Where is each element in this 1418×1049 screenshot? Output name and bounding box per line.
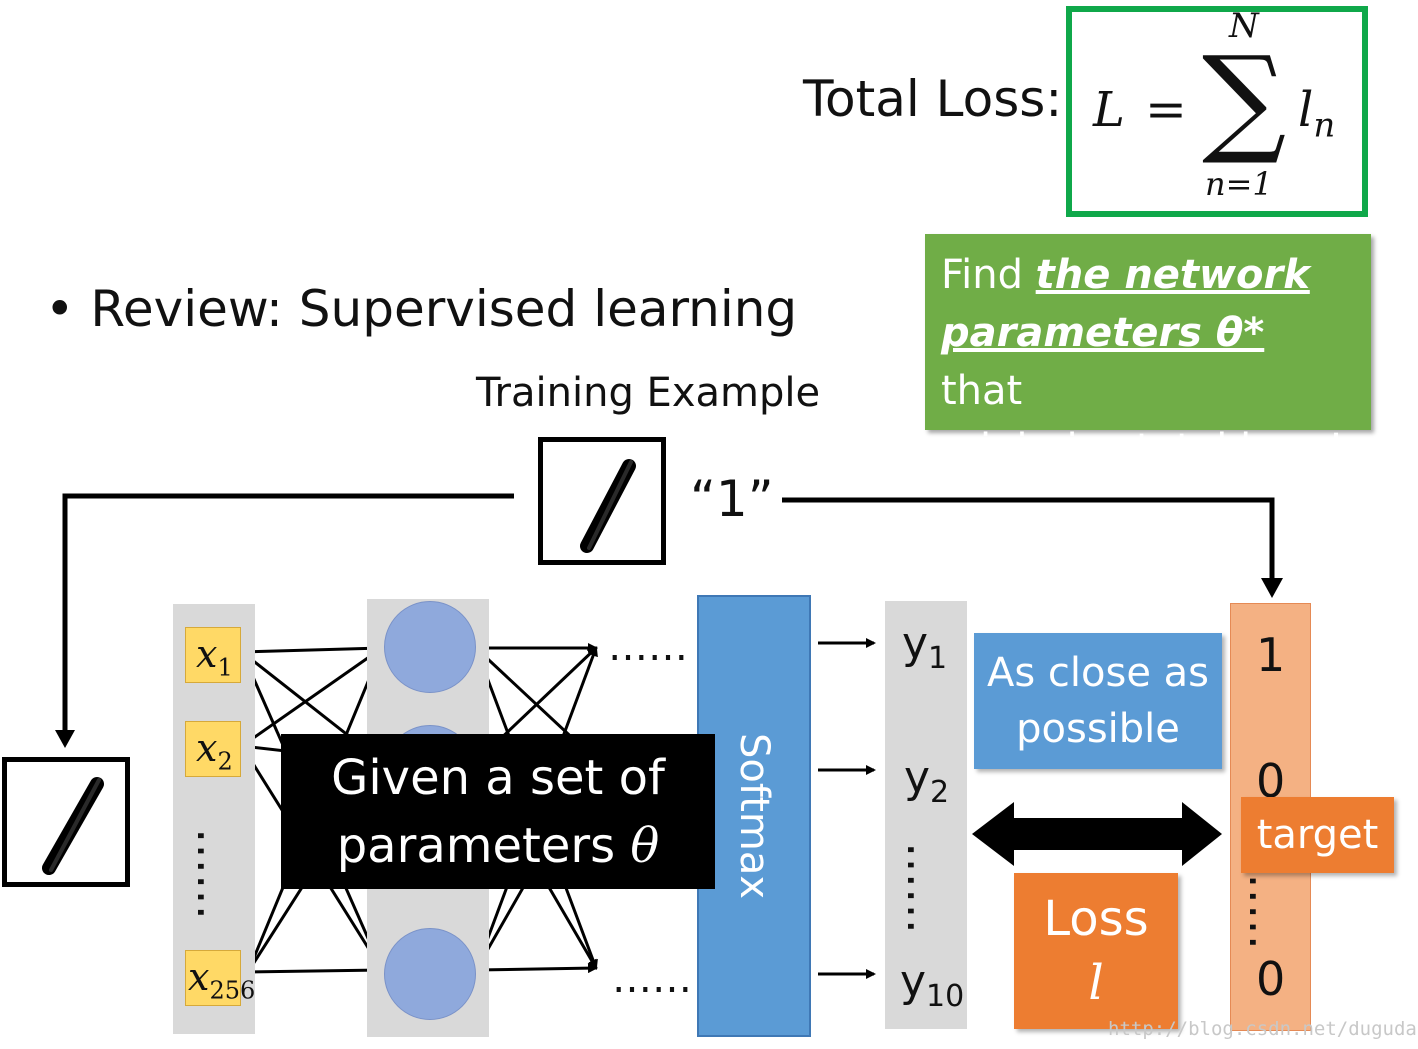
digit-image-top bbox=[538, 437, 666, 565]
input-x2: x2 bbox=[185, 721, 241, 777]
output-layer-column bbox=[885, 601, 967, 1029]
emphasis-network: the network bbox=[1035, 252, 1310, 298]
hidden-ellipsis-top: …… bbox=[608, 624, 688, 670]
handwritten-one-icon bbox=[42, 777, 104, 875]
formula-term: ln bbox=[1298, 82, 1336, 146]
label-to-target-arrowhead bbox=[1261, 578, 1283, 598]
compare-double-arrow bbox=[972, 802, 1222, 866]
input-x1: x1 bbox=[185, 627, 241, 683]
training-example-label: Training Example bbox=[476, 370, 821, 416]
hidden-neuron-1 bbox=[384, 601, 476, 693]
digit-image-left bbox=[2, 757, 130, 887]
label-to-target-path bbox=[782, 497, 1275, 584]
output-ellipsis: …… bbox=[897, 842, 951, 934]
emphasis-parameters: parameters θ* bbox=[941, 310, 1265, 356]
given-parameters-box: Given a set of parameters θ bbox=[281, 734, 715, 889]
training-label-one: “1” bbox=[690, 470, 774, 528]
bullet-review: • Review: Supervised learning bbox=[45, 280, 798, 338]
input-x256: x256 bbox=[185, 950, 255, 1006]
target-badge: target bbox=[1241, 797, 1394, 873]
sum-upper-limit: N bbox=[1229, 6, 1259, 46]
summation-symbol: ∑ bbox=[1202, 30, 1287, 168]
formula-lhs: L bbox=[1093, 82, 1125, 138]
hidden-ellipsis-bottom: …… bbox=[612, 956, 692, 1002]
watermark: http://blog.csdn.net/dugudaibo bbox=[1108, 1018, 1418, 1040]
output-y2: y2 bbox=[904, 752, 950, 810]
input-ellipsis: …… bbox=[187, 828, 241, 920]
output-y1: y1 bbox=[902, 618, 948, 676]
feed-input-path bbox=[62, 493, 514, 742]
target-value-10: 0 bbox=[1256, 952, 1286, 1006]
theta-symbol: θ bbox=[630, 818, 660, 874]
total-loss-formula-box bbox=[1066, 6, 1368, 217]
softmax-layer bbox=[697, 595, 811, 1037]
handwritten-one-icon bbox=[580, 459, 636, 553]
total-loss-label: Total Loss: bbox=[803, 70, 1063, 128]
sum-lower-limit: n=1 bbox=[1205, 165, 1273, 203]
feed-input-arrowhead bbox=[55, 730, 75, 748]
hidden-neuron-3 bbox=[384, 928, 476, 1020]
target-value-1: 1 bbox=[1256, 628, 1286, 682]
softmax-output-arrows bbox=[818, 638, 876, 979]
softmax-label: Softmax bbox=[731, 732, 777, 900]
output-y10: y10 bbox=[900, 956, 965, 1014]
formula-equals: = bbox=[1145, 80, 1187, 138]
objective-callout: Find the network parameters θ* that mini… bbox=[925, 234, 1371, 472]
